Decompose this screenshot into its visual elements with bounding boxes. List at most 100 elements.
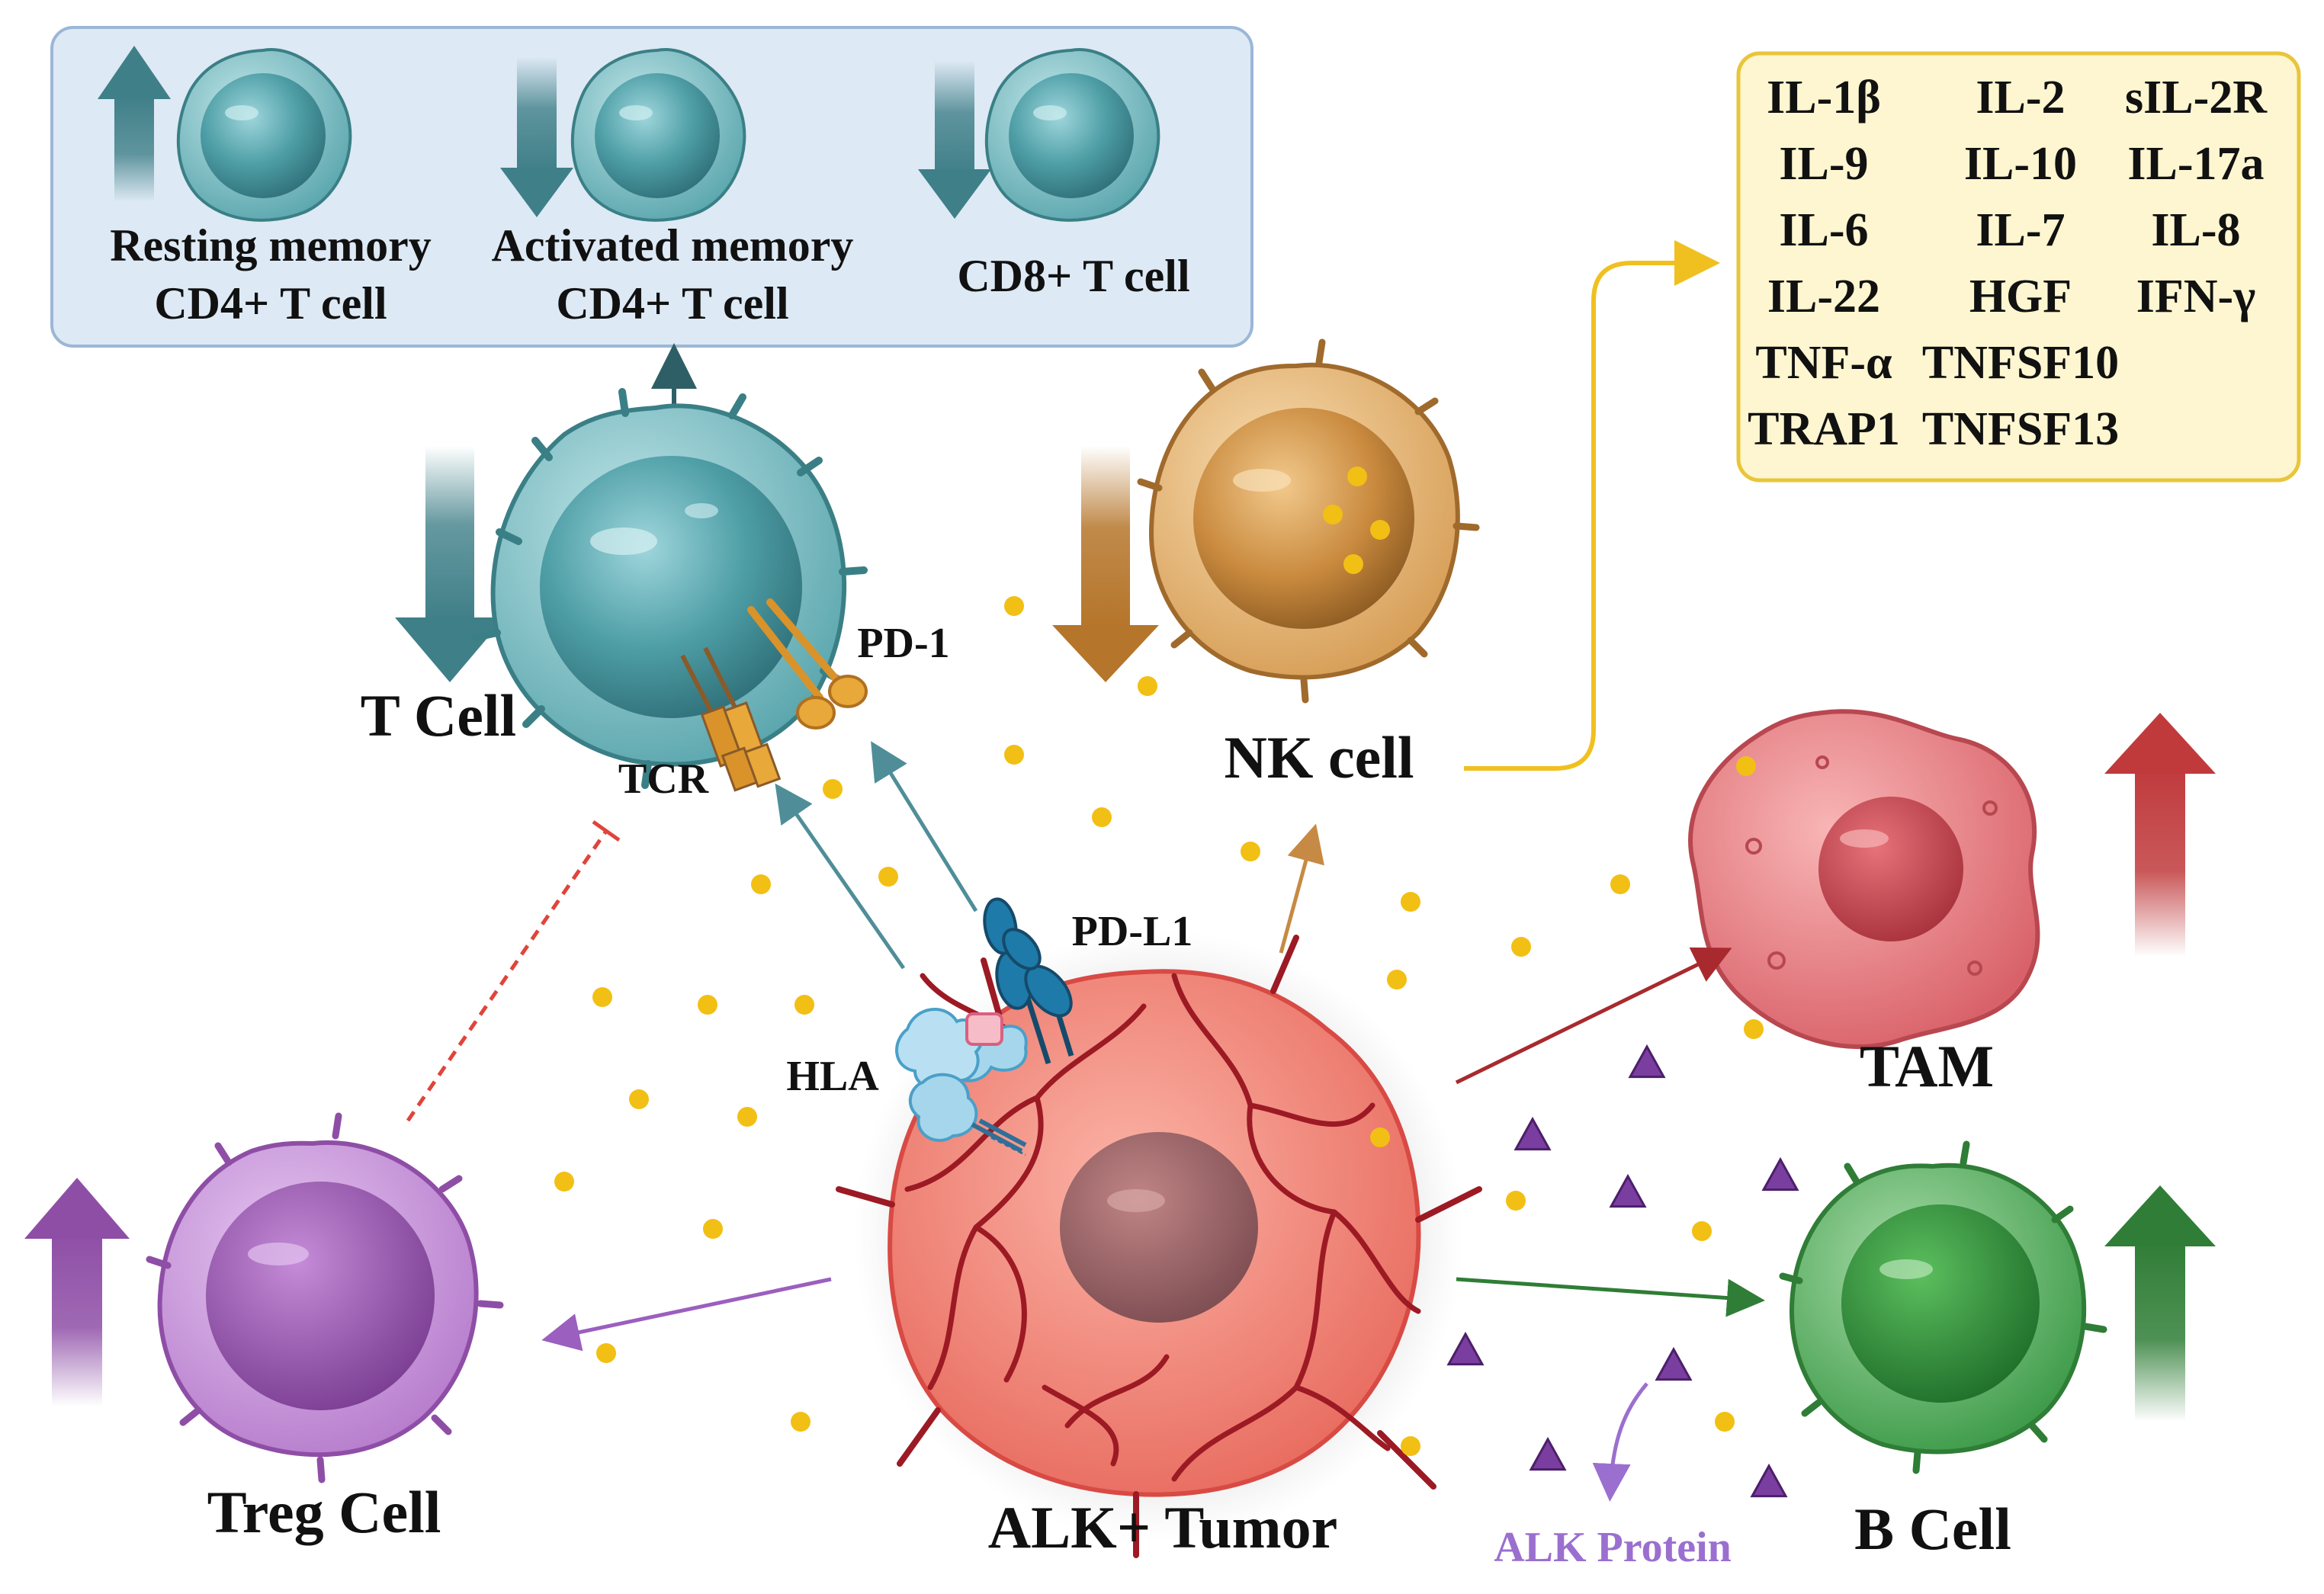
cytokine-dot xyxy=(791,1412,811,1432)
hla-label: HLA xyxy=(786,1053,879,1100)
nk-to-cytokines-connector xyxy=(1464,240,1720,771)
cd8-label: CD8+ T cell xyxy=(957,251,1189,301)
activated-memory-label-1: Activated memory xyxy=(492,220,854,271)
cytokine-dot xyxy=(737,1107,757,1127)
alk-protein-pointer xyxy=(1592,1382,1648,1502)
alk-protein-triangle xyxy=(1761,1156,1799,1191)
cytokine-item: IL-2 xyxy=(1976,72,2065,123)
resting-memory-up-arrow xyxy=(98,46,171,202)
resting-memory-label-1: Resting memory xyxy=(110,220,432,271)
cytokine-dot xyxy=(1736,756,1756,776)
cytokine-item: IFN-γ xyxy=(2136,271,2255,322)
cytokine-dot xyxy=(1715,1412,1735,1432)
t-cell xyxy=(472,388,868,789)
cytokine-dot xyxy=(1506,1191,1526,1211)
cytokine-dot xyxy=(1401,892,1420,912)
cytokine-dot xyxy=(1610,874,1630,894)
cytokine-item: sIL-2R xyxy=(2125,72,2268,123)
cytokine-item: IL-17a xyxy=(2127,138,2264,190)
cytokine-item: TRAP1 xyxy=(1748,403,1900,455)
alk-protein-triangle xyxy=(1628,1044,1666,1079)
cytokine-dot xyxy=(1511,937,1531,957)
pd1-label: PD-1 xyxy=(857,620,949,667)
cytokine-dot xyxy=(1370,1127,1390,1147)
tam-cell xyxy=(1688,709,2040,1050)
cytokine-item: TNFSF13 xyxy=(1922,403,2119,455)
alk-tumor-cell xyxy=(836,930,1482,1558)
tcr-receptor xyxy=(680,646,782,792)
b-cell-label: B Cell xyxy=(1854,1496,2011,1562)
cytokine-dot xyxy=(1092,807,1112,827)
cytokine-item: TNFSF10 xyxy=(1922,337,2119,389)
activated-memory-cd4-t-cell xyxy=(570,47,746,222)
cytokine-dot xyxy=(1387,970,1407,989)
cytokine-item: IL-22 xyxy=(1767,271,1880,322)
resting-memory-label-2: CD4+ T cell xyxy=(154,278,387,329)
pdl1-label: PD-L1 xyxy=(1072,908,1193,955)
alk-protein-triangle xyxy=(1446,1331,1485,1366)
alk-protein-triangle xyxy=(1513,1116,1552,1151)
alk-protein-triangle xyxy=(1750,1463,1788,1498)
resting-memory-cd4-t-cell xyxy=(176,47,352,222)
t-cell-label: T Cell xyxy=(361,682,516,749)
cytokine-dot xyxy=(629,1089,649,1109)
cytokine-dot xyxy=(554,1172,574,1191)
nk-cell xyxy=(1137,338,1480,704)
tumor-to-nk-arrow xyxy=(1279,823,1324,954)
cytokine-item: TNF-α xyxy=(1755,337,1892,389)
activated-memory-label-2: CD4+ T cell xyxy=(556,278,788,329)
cytokine-item: IL-6 xyxy=(1779,204,1868,256)
cytokine-dot xyxy=(1138,676,1157,696)
pdl1-to-pd1-arrow xyxy=(871,741,978,912)
alk-protein-triangles xyxy=(1446,1044,1799,1498)
treg-cell-up-arrow xyxy=(24,1178,130,1406)
cytokine-dot xyxy=(1241,842,1260,861)
pdl1-ligand xyxy=(983,897,1074,1065)
cytokine-item: IL-8 xyxy=(2151,204,2240,256)
pd1-receptor xyxy=(747,598,868,730)
cytokine-dot xyxy=(592,987,612,1007)
nk-cell-label: NK cell xyxy=(1224,724,1414,791)
hla-complex xyxy=(895,1008,1028,1156)
cytokine-dot xyxy=(1692,1221,1712,1241)
alk-protein-triangle xyxy=(1655,1346,1693,1381)
tcr-label: TCR xyxy=(618,755,709,803)
cytokine-dots xyxy=(554,596,1764,1456)
cytokine-dot xyxy=(794,995,814,1015)
cytokine-dot xyxy=(1004,745,1024,765)
tam-label: TAM xyxy=(1860,1033,1994,1099)
tumor-to-b-cell-arrow xyxy=(1456,1277,1765,1317)
cytokine-item: IL-1β xyxy=(1767,72,1881,123)
cytokine-item: IL-10 xyxy=(1964,138,2077,190)
cytokine-dot xyxy=(878,867,898,887)
alk-protein-triangle xyxy=(1609,1173,1647,1208)
treg-cell xyxy=(146,1112,504,1483)
tumor-to-tam-arrow xyxy=(1455,947,1732,1085)
alk-protein-triangle xyxy=(1529,1436,1567,1471)
treg-inhibits-t-cell xyxy=(406,819,621,1122)
cytokine-dot xyxy=(1004,596,1024,616)
cytokine-item: HGF xyxy=(1969,271,2072,322)
tumor-to-treg-arrow xyxy=(541,1277,832,1352)
cytokine-dot xyxy=(823,779,843,799)
cytokine-dot xyxy=(1744,1019,1764,1039)
cytokine-dot xyxy=(1401,1436,1420,1456)
cytokine-dot xyxy=(751,874,771,894)
treg-cell-label: Treg Cell xyxy=(207,1479,441,1545)
cytokine-dot xyxy=(703,1219,723,1239)
b-cell xyxy=(1779,1140,2107,1474)
cd8-down-arrow xyxy=(918,61,991,219)
nk-cell-down-arrow xyxy=(1052,446,1159,682)
t-cell-down-arrow xyxy=(395,446,505,682)
cytokine-item: IL-9 xyxy=(1779,138,1868,190)
tam-up-arrow xyxy=(2104,713,2216,957)
alk-protein-label: ALK Protein xyxy=(1494,1524,1732,1571)
activated-memory-down-arrow xyxy=(500,57,573,217)
hla-to-tcr-arrow xyxy=(775,783,906,970)
cd8-t-cell xyxy=(984,47,1160,222)
cytokine-dot xyxy=(596,1343,616,1363)
alk-tumor-label: ALK+ Tumor xyxy=(988,1494,1337,1560)
